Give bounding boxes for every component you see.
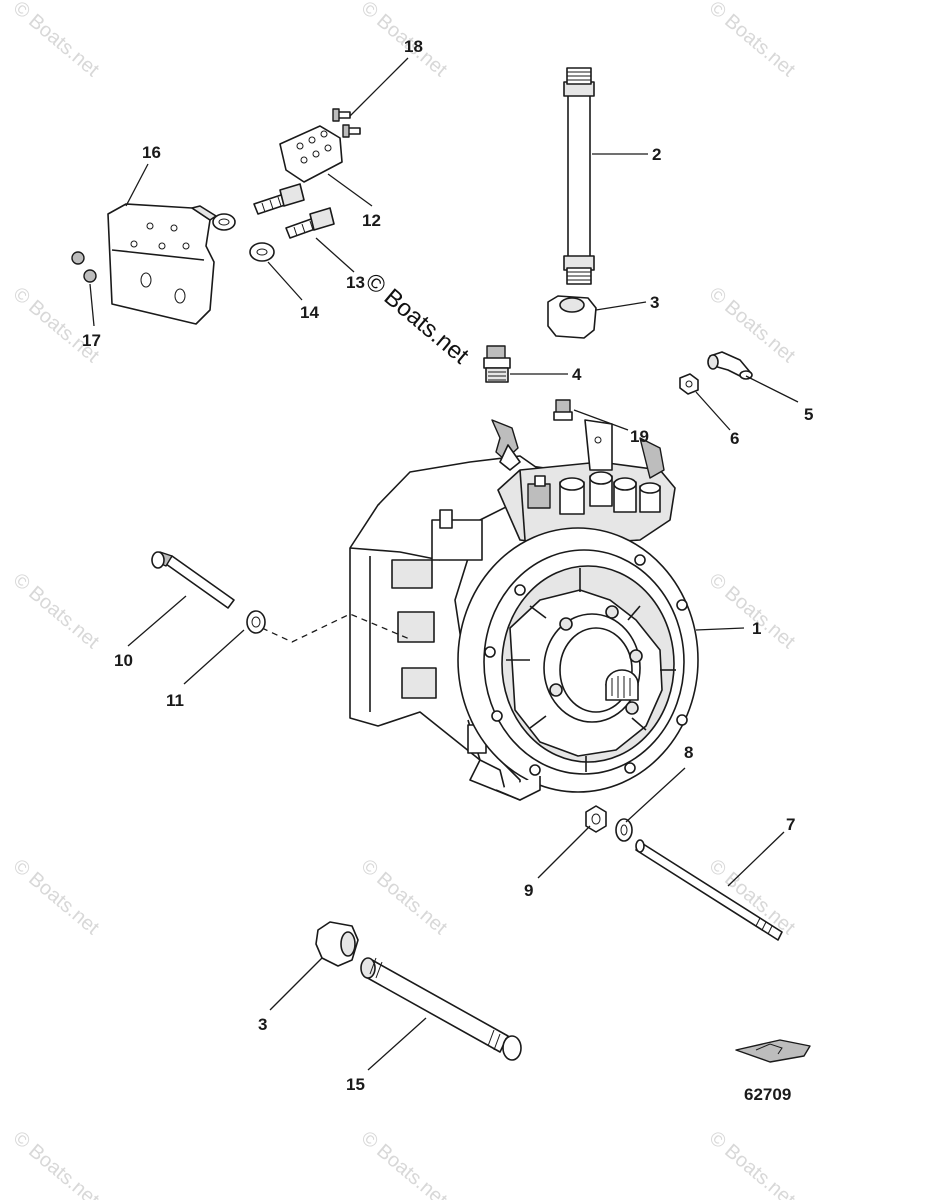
callout-13: 13 [346,273,365,292]
part-4-switch [483,345,511,383]
callout-labels: 1 2 3 4 5 6 7 8 9 10 11 12 13 14 15 16 1… [82,37,813,1094]
part-17-nuts [71,251,97,283]
leader-lines [89,57,799,1071]
part-7-stud [635,839,783,941]
watermark: © Boats.net [9,283,104,367]
part-9-nut [585,805,607,833]
callout-15: 15 [346,1075,365,1094]
assembly-dashed-line [261,613,413,643]
callout-6: 6 [730,429,739,448]
part-8-washer [615,818,633,842]
watermark: © Boats.net [705,569,800,653]
callout-12: 12 [362,211,381,230]
part-12-plate [279,125,343,183]
diagram-number: 62709 [744,1085,791,1104]
part-6-nut [679,373,699,395]
part-19-sensor [553,399,573,421]
callout-2: 2 [652,145,661,164]
watermark: © Boats.net [357,1127,452,1200]
callout-14: 14 [300,303,319,322]
watermark: © Boats.net [705,0,800,81]
part-11-washer [246,610,266,634]
part-1-transmission [349,419,699,801]
part-14-washers [212,213,275,262]
part-5-elbow [707,351,753,380]
callout-18: 18 [404,37,423,56]
callout-1: 1 [752,619,761,638]
watermark: © Boats.net [9,855,104,939]
callout-10: 10 [114,651,133,670]
boat-logo-icon [735,1039,811,1063]
callout-11: 11 [166,691,184,710]
part-10-bolt [151,551,235,609]
part-16-bracket [107,203,217,325]
callout-7: 7 [786,815,795,834]
part-3-elbow-upper [547,295,597,339]
callout-3: 3 [650,293,659,312]
main-watermark: © Boats.net [360,268,474,370]
callout-5: 5 [804,405,813,424]
watermark: © Boats.net [9,0,104,81]
callout-9: 9 [524,881,533,900]
part-2-pipe [563,67,595,285]
part-18-screws [332,108,361,138]
watermark: © Boats.net [9,1127,104,1200]
part-13-studs [253,183,335,239]
callout-19: 19 [630,427,649,446]
part-3-elbow-lower [315,921,359,967]
callout-16: 16 [142,143,161,162]
callout-8: 8 [684,743,693,762]
watermark: © Boats.net [705,1127,800,1200]
watermark: © Boats.net [9,569,104,653]
watermark: © Boats.net [357,855,452,939]
part-15-shaft [360,957,522,1061]
callout-17: 17 [82,331,101,350]
callout-4: 4 [572,365,582,384]
callout-3b: 3 [258,1015,267,1034]
